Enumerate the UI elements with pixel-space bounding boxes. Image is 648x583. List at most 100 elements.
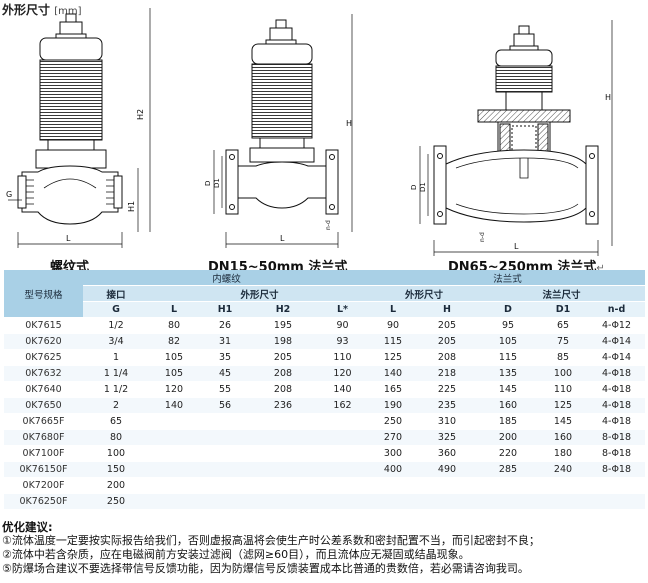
table-cell: 75 xyxy=(538,333,588,350)
table-cell: 300 xyxy=(370,445,416,462)
table-cell: 208 xyxy=(251,365,315,382)
table-cell xyxy=(199,413,251,430)
table-cell: 115 xyxy=(478,349,538,366)
table-cell: 205 xyxy=(416,333,478,350)
table-cell: 195 xyxy=(251,317,315,334)
table-cell: 200 xyxy=(478,429,538,446)
flange-large-valve-drawing xyxy=(419,20,613,256)
table-cell xyxy=(315,493,370,510)
dim-L-large: L xyxy=(514,242,519,251)
technical-drawings: H2 H1 L G H D D1 L n-d xyxy=(6,8,613,256)
table-cell: 105 xyxy=(149,365,199,382)
table-cell: 180 xyxy=(538,445,588,462)
table-cell: 8-Φ18 xyxy=(588,445,645,462)
dim-H2: H2 xyxy=(136,109,145,120)
table-cell: 65 xyxy=(83,413,149,430)
table-cell: 240 xyxy=(538,461,588,478)
table-cell xyxy=(588,477,645,494)
table-cell: 90 xyxy=(370,317,416,334)
table-cell: 200 xyxy=(83,477,149,494)
table-cell: 490 xyxy=(416,461,478,478)
table-cell: 225 xyxy=(416,381,478,398)
table-cell xyxy=(370,477,416,494)
model-cell: 0K7100F xyxy=(4,445,83,462)
dim-H1: H1 xyxy=(127,201,136,212)
table-cell: 235 xyxy=(416,397,478,414)
table-cell: 1 1/2 xyxy=(83,381,149,398)
table-cell: 100 xyxy=(538,365,588,382)
title-unit: [mm] xyxy=(54,6,82,17)
table-cell: 35 xyxy=(199,349,251,366)
table-cell: 26 xyxy=(199,317,251,334)
table-cell: 400 xyxy=(370,461,416,478)
table-cell: 4-Φ18 xyxy=(588,413,645,430)
table-cell xyxy=(199,429,251,446)
table-cell: 205 xyxy=(251,349,315,366)
table-cell xyxy=(538,477,588,494)
table-cell: 120 xyxy=(315,365,370,382)
subheader-cell: n-d xyxy=(588,301,645,318)
model-cell: 0K7680F xyxy=(4,429,83,446)
subheader-cell: L xyxy=(370,301,416,318)
table-cell: 3/4 xyxy=(83,333,149,350)
dim-H-small: H xyxy=(346,119,352,128)
table-cell xyxy=(370,493,416,510)
table-cell xyxy=(149,461,199,478)
table-cell: 250 xyxy=(83,493,149,510)
dim-nd-small: n-d xyxy=(325,220,332,230)
table-cell xyxy=(251,413,315,430)
table-cell xyxy=(315,445,370,462)
table-cell: 93 xyxy=(315,333,370,350)
table-cell: 285 xyxy=(478,461,538,478)
table-cell: 110 xyxy=(315,349,370,366)
subheader-cell: H xyxy=(416,301,478,318)
model-cell: 0K7625 xyxy=(4,349,83,366)
table-cell: 4-Φ12 xyxy=(588,317,645,334)
subheader-cell: L* xyxy=(315,301,370,318)
table-cell: 205 xyxy=(416,317,478,334)
table-cell xyxy=(315,429,370,446)
table-cell: 2 xyxy=(83,397,149,414)
table-cell: 325 xyxy=(416,429,478,446)
table-cell: 165 xyxy=(370,381,416,398)
table-cell: 250 xyxy=(370,413,416,430)
table-cell: 162 xyxy=(315,397,370,414)
table-cell: 125 xyxy=(370,349,416,366)
table-cell xyxy=(538,493,588,510)
table-cell: 115 xyxy=(370,333,416,350)
table-cell: 190 xyxy=(370,397,416,414)
table-cell: 140 xyxy=(370,365,416,382)
model-cell: 0K7640 xyxy=(4,381,83,398)
table-cell: 4-Φ18 xyxy=(588,397,645,414)
table-cell: 140 xyxy=(315,381,370,398)
dim-L-small: L xyxy=(280,234,285,243)
table-cell xyxy=(416,477,478,494)
table-cell: 95 xyxy=(478,317,538,334)
table-cell: 90 xyxy=(315,317,370,334)
table-cell: 45 xyxy=(199,365,251,382)
table-cell: 120 xyxy=(149,381,199,398)
table-cell: 8-Φ18 xyxy=(588,429,645,446)
dim-nd-large: n-d xyxy=(479,232,486,242)
header-row-2: 接口 外形尺寸 外形尺寸 法兰尺寸 xyxy=(4,285,645,302)
table-cell: 55 xyxy=(199,381,251,398)
table-cell xyxy=(199,461,251,478)
table-cell: 4-Φ14 xyxy=(588,333,645,350)
table-cell: 218 xyxy=(416,365,478,382)
table-cell xyxy=(149,413,199,430)
model-cell: 0K76150F xyxy=(4,461,83,478)
note-item-3: ⑤防爆场合建议不要选择带信号反馈功能，因为防爆信号反馈装置成本比普通的贵数倍，若… xyxy=(2,562,529,575)
table-cell: 65 xyxy=(538,317,588,334)
table-cell xyxy=(149,493,199,510)
dim-G: G xyxy=(6,190,12,199)
